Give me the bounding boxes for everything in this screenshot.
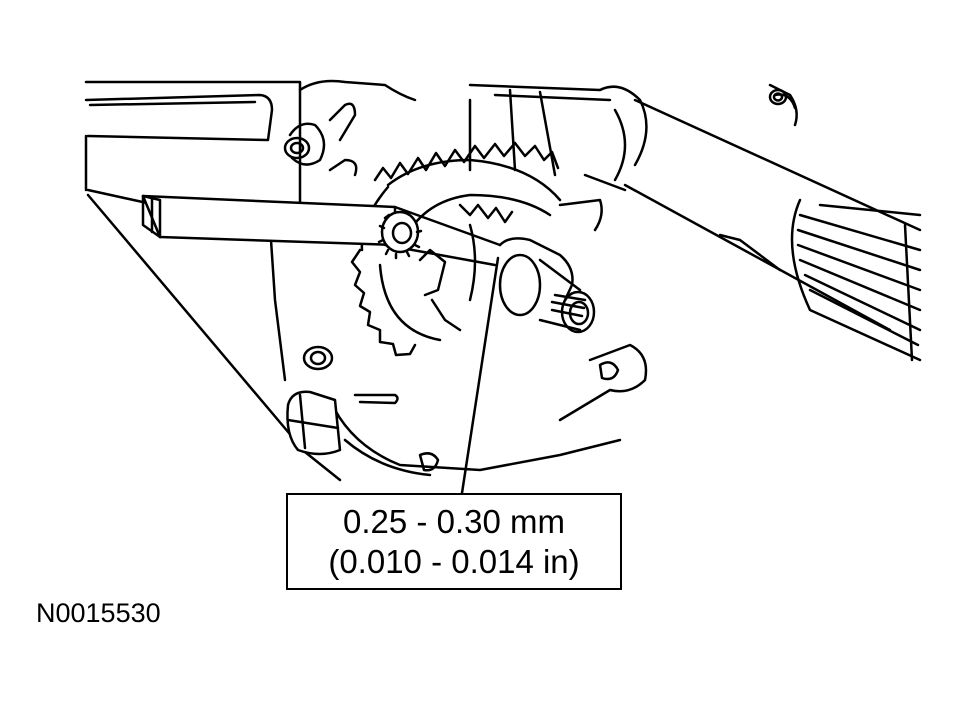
housing-flange (288, 79, 798, 477)
ring-gear (350, 141, 562, 357)
stub-shaft (498, 237, 596, 334)
mounting-holes (283, 88, 788, 371)
figure-id: N0015530 (36, 598, 161, 628)
feeler-gauge (141, 194, 502, 267)
callout-leader-line (460, 256, 500, 495)
drain-plug (286, 390, 342, 456)
output-shaft (468, 83, 922, 332)
casting-details (328, 102, 399, 405)
backlash-metric-value: 0.25 - 0.30 mm (343, 502, 565, 540)
splined-shaft-end (790, 198, 922, 362)
backlash-imperial-value: (0.010 - 0.014 in) (328, 542, 580, 580)
backlash-spec-callout: 0.25 - 0.30 mm (0.010 - 0.014 in) (286, 493, 622, 590)
knurled-adjuster (377, 210, 423, 260)
